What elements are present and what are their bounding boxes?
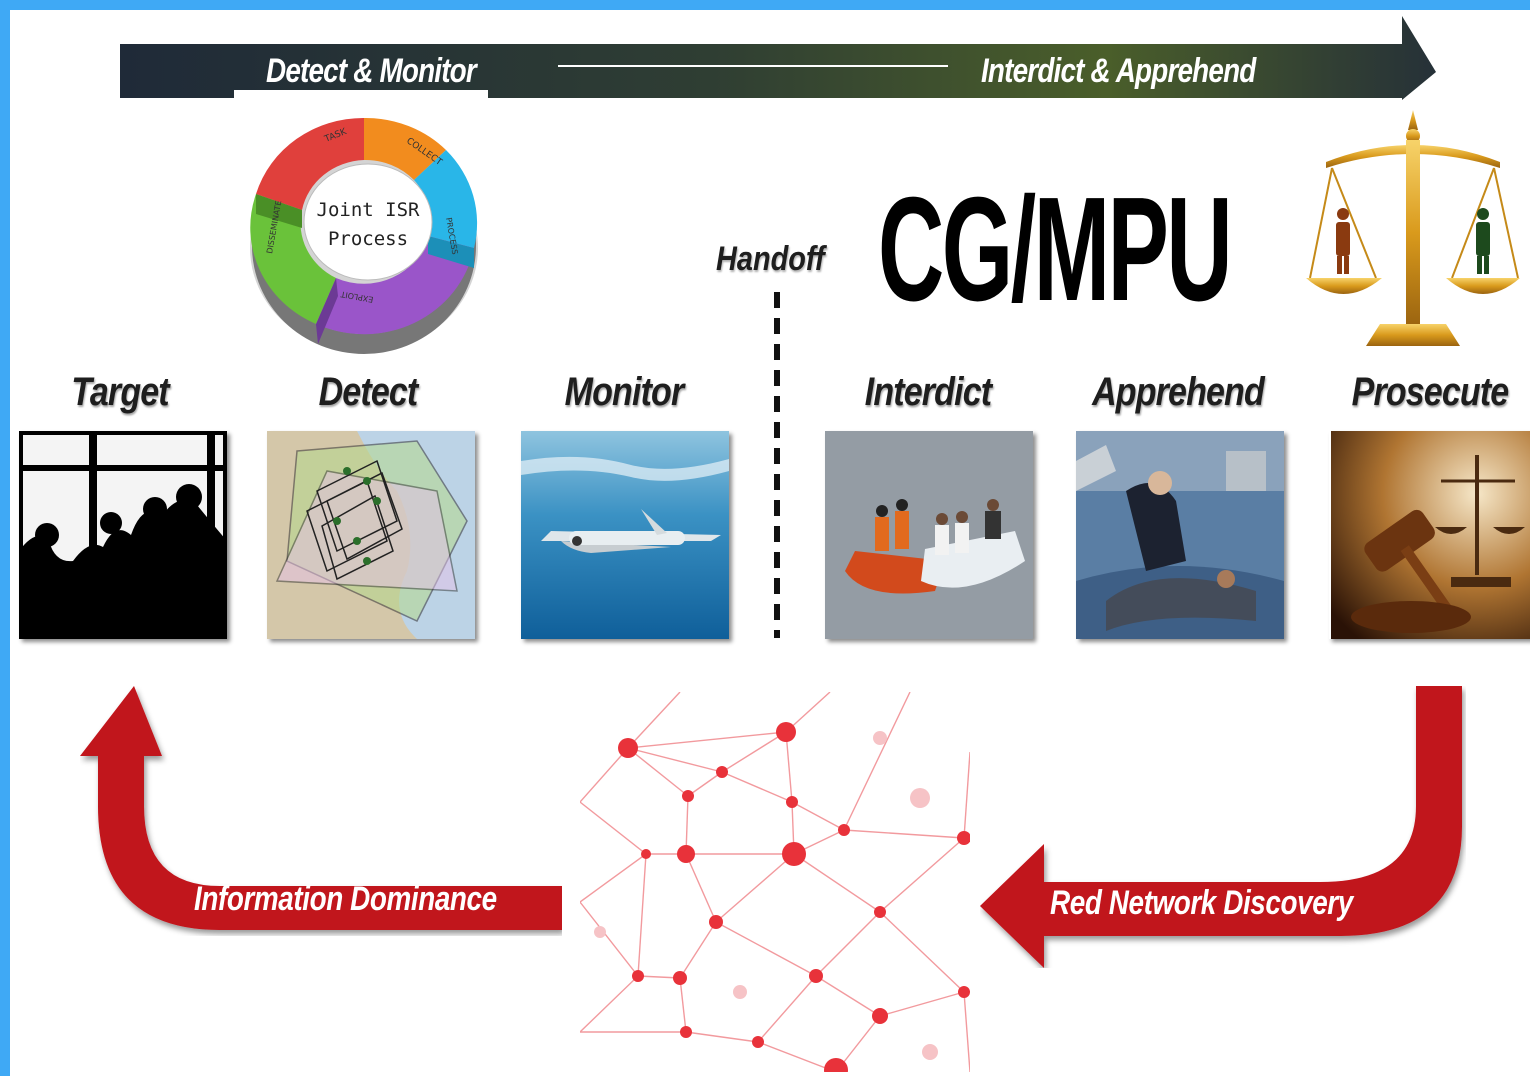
stage-label-prosecute: Prosecute [1351, 370, 1510, 414]
isr-cycle-diagram: TASK COLLECT PROCESS EXPLOIT DISSEMINATE [250, 117, 478, 354]
detect-map-photo [267, 431, 475, 639]
banner-gap [234, 90, 488, 100]
stage-label-detect: Detect [318, 370, 419, 414]
target-photo [19, 431, 227, 639]
red-network-discovery-label: Red Network Discovery [1050, 884, 1353, 922]
information-dominance-arrow [80, 686, 562, 930]
isr-center-line2: Process [327, 228, 409, 250]
diagram-canvas: Detect & Monitor Interdict & Apprehend T… [10, 10, 1530, 1076]
isr-center-label: Joint ISR Process [303, 196, 433, 254]
scales-of-justice-icon [1306, 110, 1520, 346]
apprehend-photo [1076, 431, 1284, 639]
monitor-aircraft-photo [521, 431, 729, 639]
stage-label-monitor: Monitor [564, 370, 685, 414]
banner-right-label: Interdict & Apprehend [981, 52, 1256, 90]
stage-label-interdict: Interdict [864, 370, 992, 414]
process-banner-arrow [120, 16, 1436, 100]
handoff-divider [774, 292, 780, 638]
information-dominance-label: Information Dominance [194, 880, 497, 918]
handoff-label: Handoff [716, 240, 825, 278]
interdict-boat-photo [825, 431, 1033, 639]
isr-center-line1: Joint ISR [316, 199, 420, 221]
stage-label-target: Target [71, 370, 169, 414]
stage-label-apprehend: Apprehend [1092, 370, 1265, 414]
banner-left-label: Detect & Monitor [266, 52, 477, 90]
org-label: CG/MPU [878, 167, 1233, 332]
red-network-discovery-arrow [980, 686, 1462, 968]
prosecute-gavel-photo [1329, 431, 1530, 639]
red-network-graph [580, 692, 970, 1072]
